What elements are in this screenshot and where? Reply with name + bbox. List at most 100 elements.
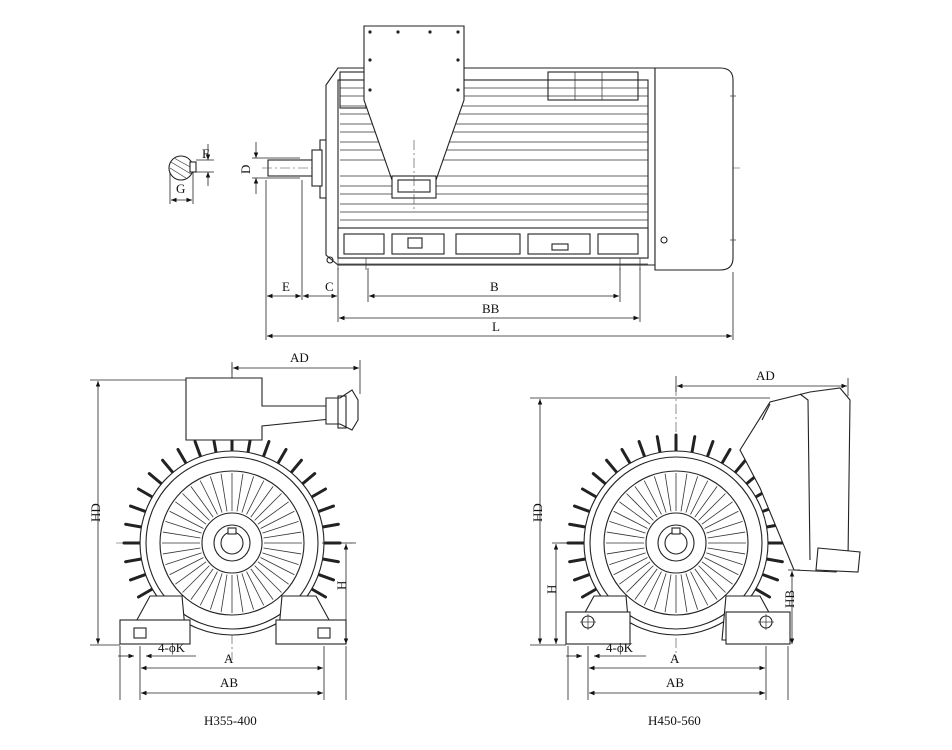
spoke <box>257 501 289 525</box>
spoke <box>619 561 651 585</box>
spoke <box>182 493 210 521</box>
fin <box>732 458 747 476</box>
spoke <box>685 476 699 513</box>
spoke <box>236 574 244 613</box>
spoke <box>209 573 223 610</box>
fin <box>763 557 784 564</box>
side-view: G F D <box>168 25 742 340</box>
fin <box>315 572 335 582</box>
a-label-right: A <box>670 651 680 666</box>
fin <box>637 440 647 460</box>
terminal-box-angled <box>739 387 861 573</box>
spoke <box>263 547 302 555</box>
spoke <box>165 552 202 566</box>
spoke <box>706 552 743 566</box>
spoke <box>609 552 646 566</box>
spoke <box>260 510 295 529</box>
spoke <box>619 501 651 525</box>
caption-right: H450-560 <box>648 713 701 728</box>
spoke <box>220 574 228 613</box>
spoke <box>190 486 214 518</box>
fin <box>580 487 600 500</box>
spoke <box>690 571 709 606</box>
spoke <box>260 557 295 576</box>
fin <box>719 447 732 467</box>
spoke <box>634 486 658 518</box>
fin <box>568 557 589 564</box>
fin <box>319 557 340 564</box>
spoke <box>165 520 202 534</box>
spoke <box>701 501 733 525</box>
fin <box>620 447 633 467</box>
spoke <box>707 547 746 555</box>
spoke <box>220 473 228 512</box>
spoke <box>698 493 726 521</box>
fin <box>176 447 189 467</box>
fin <box>605 458 620 476</box>
spoke <box>643 480 662 515</box>
d-label: D <box>238 165 253 174</box>
spoke <box>606 531 645 539</box>
spoke <box>690 480 709 515</box>
a-label-left: A <box>224 651 234 666</box>
spoke <box>182 565 210 593</box>
fin <box>705 440 715 460</box>
d-dimension: D <box>238 142 300 194</box>
e-label: E <box>282 279 290 294</box>
spoke <box>190 568 214 600</box>
spoke <box>250 486 274 518</box>
spoke <box>707 531 746 539</box>
spoke <box>241 573 255 610</box>
h-label-right: H <box>544 585 559 594</box>
spoke <box>169 557 204 576</box>
ab-label-left: AB <box>220 675 238 690</box>
fin <box>288 458 303 476</box>
end-view-left: HD AD H 4-ϕK A AB H355-400 <box>88 350 361 728</box>
spoke <box>704 510 739 529</box>
spoke <box>609 520 646 534</box>
fin <box>315 504 335 514</box>
fin <box>759 572 779 582</box>
fin <box>136 487 156 500</box>
spoke <box>236 473 244 512</box>
spoke <box>626 493 654 521</box>
base-feet <box>326 227 668 270</box>
spoke <box>694 568 718 600</box>
spoke <box>685 573 699 610</box>
h-label-left: H <box>334 581 349 590</box>
spoke <box>162 547 201 555</box>
l-label: L <box>492 319 500 334</box>
hb-label: HB <box>782 590 797 608</box>
fin <box>129 572 149 582</box>
spoke <box>680 574 688 613</box>
caption-left: H355-400 <box>204 713 257 728</box>
spoke <box>262 552 299 566</box>
spoke <box>680 473 688 512</box>
hd-label-right: HD <box>530 503 545 522</box>
k-label-right: 4-ϕK <box>606 640 634 655</box>
spoke <box>175 561 207 585</box>
g-label: G <box>176 181 185 196</box>
spoke <box>701 561 733 585</box>
spoke <box>241 476 255 513</box>
fin <box>299 472 317 487</box>
fin <box>319 522 340 529</box>
spoke <box>653 476 667 513</box>
spoke <box>162 531 201 539</box>
fin <box>124 522 145 529</box>
terminal-box <box>363 25 465 210</box>
spoke <box>254 565 282 593</box>
spoke <box>209 476 223 513</box>
c-label: C <box>325 279 334 294</box>
spoke <box>626 565 654 593</box>
spoke <box>257 561 289 585</box>
spoke <box>254 493 282 521</box>
spoke <box>704 557 739 576</box>
spoke <box>263 531 302 539</box>
fin <box>136 586 156 599</box>
fin <box>591 472 609 487</box>
fin <box>147 472 165 487</box>
spoke <box>613 557 648 576</box>
fin <box>573 504 593 514</box>
